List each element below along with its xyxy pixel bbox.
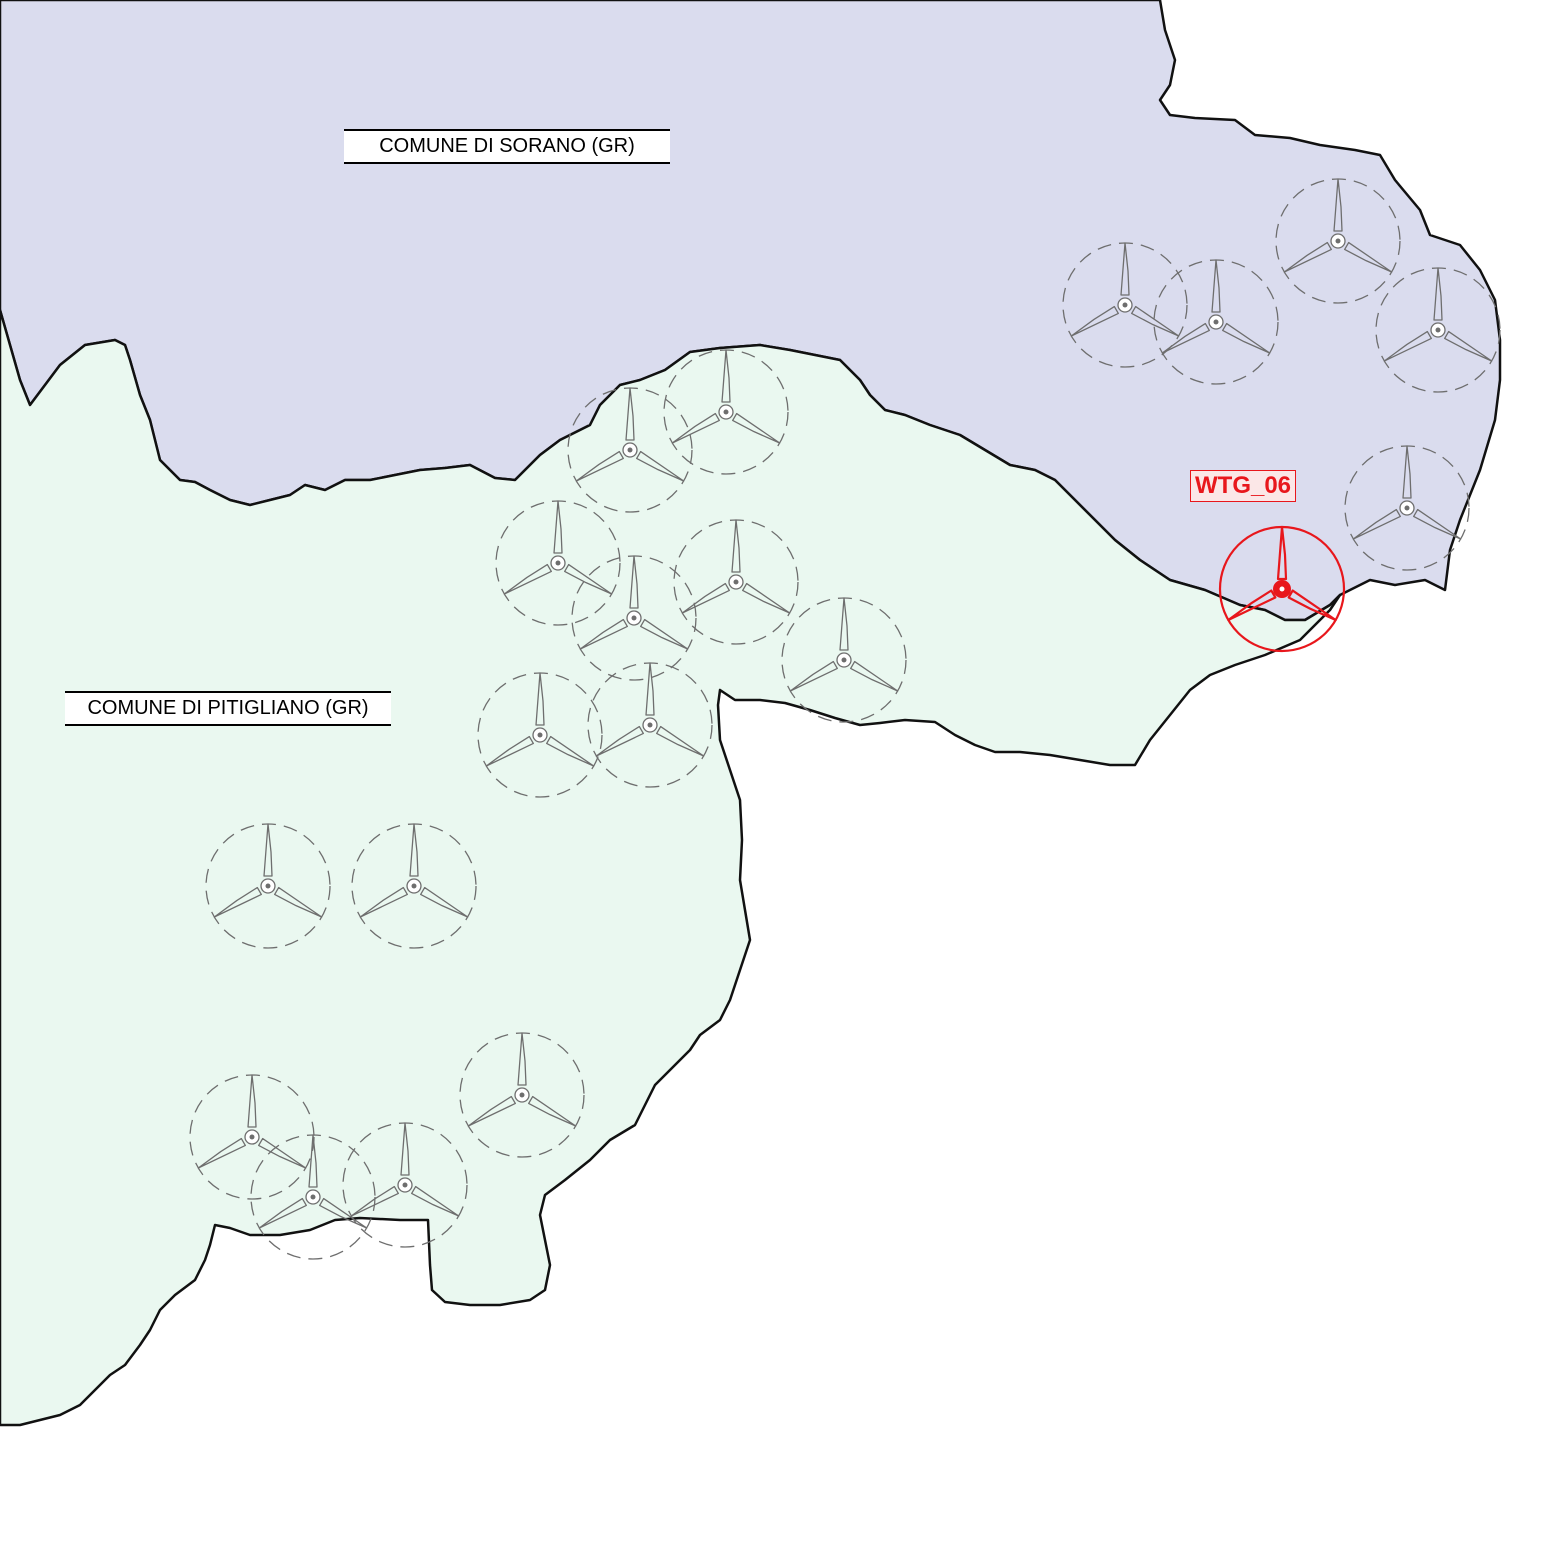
pitigliano-label: COMUNE DI PITIGLIANO (GR)	[65, 691, 391, 726]
pitigliano-area	[0, 308, 1342, 1427]
wind-turbine-icon	[673, 519, 799, 645]
wind-turbine-icon	[342, 1122, 468, 1248]
wtg-06-turbine-icon	[1218, 525, 1346, 653]
wind-turbine-icon	[351, 823, 477, 949]
wind-turbine-icon	[1375, 267, 1501, 393]
highlighted-turbine-layer	[1218, 525, 1346, 653]
wind-turbine-icon	[571, 555, 697, 681]
wind-turbine-icon	[587, 662, 713, 788]
sorano-label: COMUNE DI SORANO (GR)	[344, 129, 670, 164]
wind-turbine-icon	[250, 1134, 376, 1260]
wind-turbine-icon	[781, 597, 907, 723]
wind-turbine-icon	[495, 500, 621, 626]
wind-turbine-icon	[663, 349, 789, 475]
wind-turbine-icon	[1153, 259, 1279, 385]
wind-turbine-icon	[205, 823, 331, 949]
wind-turbine-icon	[1275, 178, 1401, 304]
wind-turbine-icon	[477, 672, 603, 798]
turbine-layer	[189, 178, 1501, 1260]
wind-turbine-icon	[1344, 445, 1470, 571]
wind-turbine-icon	[567, 387, 693, 513]
wind-turbine-icon	[459, 1032, 585, 1158]
wtg-06-label: WTG_06	[1190, 470, 1297, 502]
wind-turbine-icon	[1062, 242, 1188, 368]
wind-turbine-icon	[189, 1074, 315, 1200]
